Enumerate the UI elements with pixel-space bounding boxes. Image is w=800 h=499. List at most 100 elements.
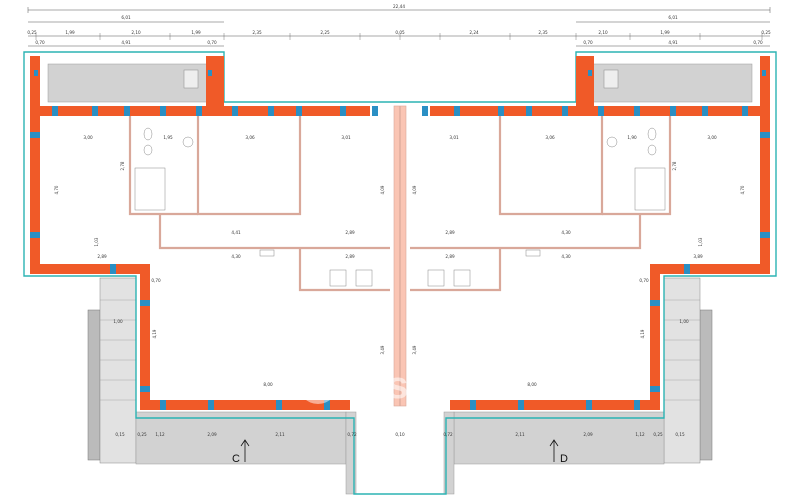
right-total-label: 6,01 bbox=[668, 15, 678, 20]
terrace-fixture-right bbox=[603, 69, 619, 89]
left-total-label: 6,01 bbox=[121, 15, 131, 20]
fixtures bbox=[134, 69, 666, 287]
dim-label: 1,12 bbox=[155, 432, 165, 437]
dim-label: 2,10 bbox=[131, 30, 141, 35]
dim-label: 4,91 bbox=[668, 40, 678, 45]
dim-label: 4,70 bbox=[740, 185, 745, 194]
dim-label: 2,09 bbox=[583, 432, 593, 437]
dim-label: 0,70 bbox=[151, 278, 161, 283]
wc-left-2 bbox=[143, 144, 153, 156]
shower-right bbox=[606, 136, 618, 148]
kitchen-left-2 bbox=[355, 269, 373, 287]
dim-label: 3,06 bbox=[245, 135, 255, 140]
dim-label: 2,78 bbox=[672, 161, 677, 170]
dim-label: 4,41 bbox=[231, 230, 241, 235]
dim-label: 4,70 bbox=[54, 185, 59, 194]
dim-label: 3,01 bbox=[341, 135, 351, 140]
left-stair bbox=[87, 277, 137, 464]
dim-label: 2,24 bbox=[469, 30, 479, 35]
dim-label: 1,99 bbox=[660, 30, 670, 35]
dim-label: 4,30 bbox=[231, 254, 241, 259]
dim-label: 0,72 bbox=[347, 432, 357, 437]
dim-label: 0,15 bbox=[115, 432, 125, 437]
dim-label: 0,05 bbox=[395, 30, 405, 35]
section-label-d: D bbox=[560, 453, 568, 465]
dim-label: 0,25 bbox=[27, 30, 37, 35]
dim-label: 1,95 bbox=[163, 135, 173, 140]
watermark-text: casa.it bbox=[345, 365, 464, 407]
dim-label: 4,30 bbox=[561, 254, 571, 259]
dim-label: 0,25 bbox=[653, 432, 663, 437]
dim-label: 0,10 bbox=[395, 432, 405, 437]
dim-label: 1,99 bbox=[65, 30, 75, 35]
dim-label: 3,06 bbox=[545, 135, 555, 140]
dim-label: 2,11 bbox=[515, 432, 525, 437]
dim-label: 2,10 bbox=[598, 30, 608, 35]
dim-label: 0,70 bbox=[35, 40, 45, 45]
dim-label: 0,70 bbox=[583, 40, 593, 45]
bottom-left-terrace bbox=[135, 411, 347, 465]
dim-label: 2,89 bbox=[97, 254, 107, 259]
dim-label: 2,11 bbox=[275, 432, 285, 437]
section-marker-d: D bbox=[549, 439, 568, 465]
dim-label: 8,00 bbox=[263, 382, 273, 387]
dim-label: 4,19 bbox=[640, 329, 645, 338]
dim-label: 0,72 bbox=[443, 432, 453, 437]
dim-label: 1,00 bbox=[679, 319, 689, 324]
dim-label: 3,00 bbox=[83, 135, 93, 140]
dim-label: 1,03 bbox=[698, 237, 703, 246]
dim-label: 4,09 bbox=[380, 185, 385, 194]
paved-terraces bbox=[47, 63, 753, 495]
wc-left bbox=[143, 127, 153, 141]
terrace-fixture-left bbox=[183, 69, 199, 89]
central-party-wall bbox=[393, 105, 407, 407]
dim-label: 0,70 bbox=[753, 40, 763, 45]
shower-left bbox=[182, 136, 194, 148]
kitchen-right-2 bbox=[453, 269, 471, 287]
bottom-right-terrace bbox=[453, 411, 665, 465]
dim-label: 4,91 bbox=[121, 40, 131, 45]
dim-label: 1,12 bbox=[635, 432, 645, 437]
kitchen-left-1 bbox=[329, 269, 347, 287]
dim-label: 2,78 bbox=[120, 161, 125, 170]
dim-label: 2,09 bbox=[207, 432, 217, 437]
building-outline bbox=[23, 51, 777, 495]
dim-label: 4,09 bbox=[412, 185, 417, 194]
dim-label: 1,99 bbox=[191, 30, 201, 35]
dim-label: 3,89 bbox=[693, 254, 703, 259]
dim-label: 3,49 bbox=[380, 345, 385, 354]
dim-label: 0,25 bbox=[137, 432, 147, 437]
dim-label: 3,01 bbox=[449, 135, 459, 140]
dim-label: 0,25 bbox=[761, 30, 771, 35]
dim-label: 1,90 bbox=[627, 135, 637, 140]
kitchen-right-1 bbox=[427, 269, 445, 287]
dim-label: 2,35 bbox=[538, 30, 548, 35]
dim-label: 0,15 bbox=[675, 432, 685, 437]
dim-label: 3,00 bbox=[707, 135, 717, 140]
dim-label: 4,19 bbox=[152, 329, 157, 338]
dim-label: 2,25 bbox=[320, 30, 330, 35]
watermark: casa.it bbox=[298, 364, 464, 407]
interior-partitions bbox=[128, 116, 672, 292]
top-right-terrace bbox=[575, 63, 753, 103]
dim-label: 4,30 bbox=[561, 230, 571, 235]
dim-label: 2,89 bbox=[345, 230, 355, 235]
windows bbox=[30, 70, 770, 410]
section-marker-c: C bbox=[232, 439, 250, 465]
dim-label: 2,89 bbox=[445, 254, 455, 259]
dim-label: 2,89 bbox=[345, 254, 355, 259]
dim-label: 0,70 bbox=[639, 278, 649, 283]
top-dimension-lines bbox=[27, 7, 771, 47]
bed-right bbox=[634, 167, 666, 211]
dim-label: 2,35 bbox=[252, 30, 262, 35]
overall-width-label: 22,44 bbox=[393, 4, 405, 9]
dim-label: 3,49 bbox=[412, 345, 417, 354]
vertical-dimension-labels: 4,70 4,09 4,09 4,70 1,03 1,03 4,19 4,19 … bbox=[54, 161, 745, 354]
dim-label: 1,00 bbox=[113, 319, 123, 324]
wc-right-2 bbox=[647, 144, 657, 156]
room-dimension-labels: 3,00 1,95 3,06 3,01 3,01 3,06 1,90 3,00 … bbox=[83, 135, 717, 437]
bed-left bbox=[134, 167, 166, 211]
dim-label: 0,70 bbox=[207, 40, 217, 45]
wc-right bbox=[647, 127, 657, 141]
